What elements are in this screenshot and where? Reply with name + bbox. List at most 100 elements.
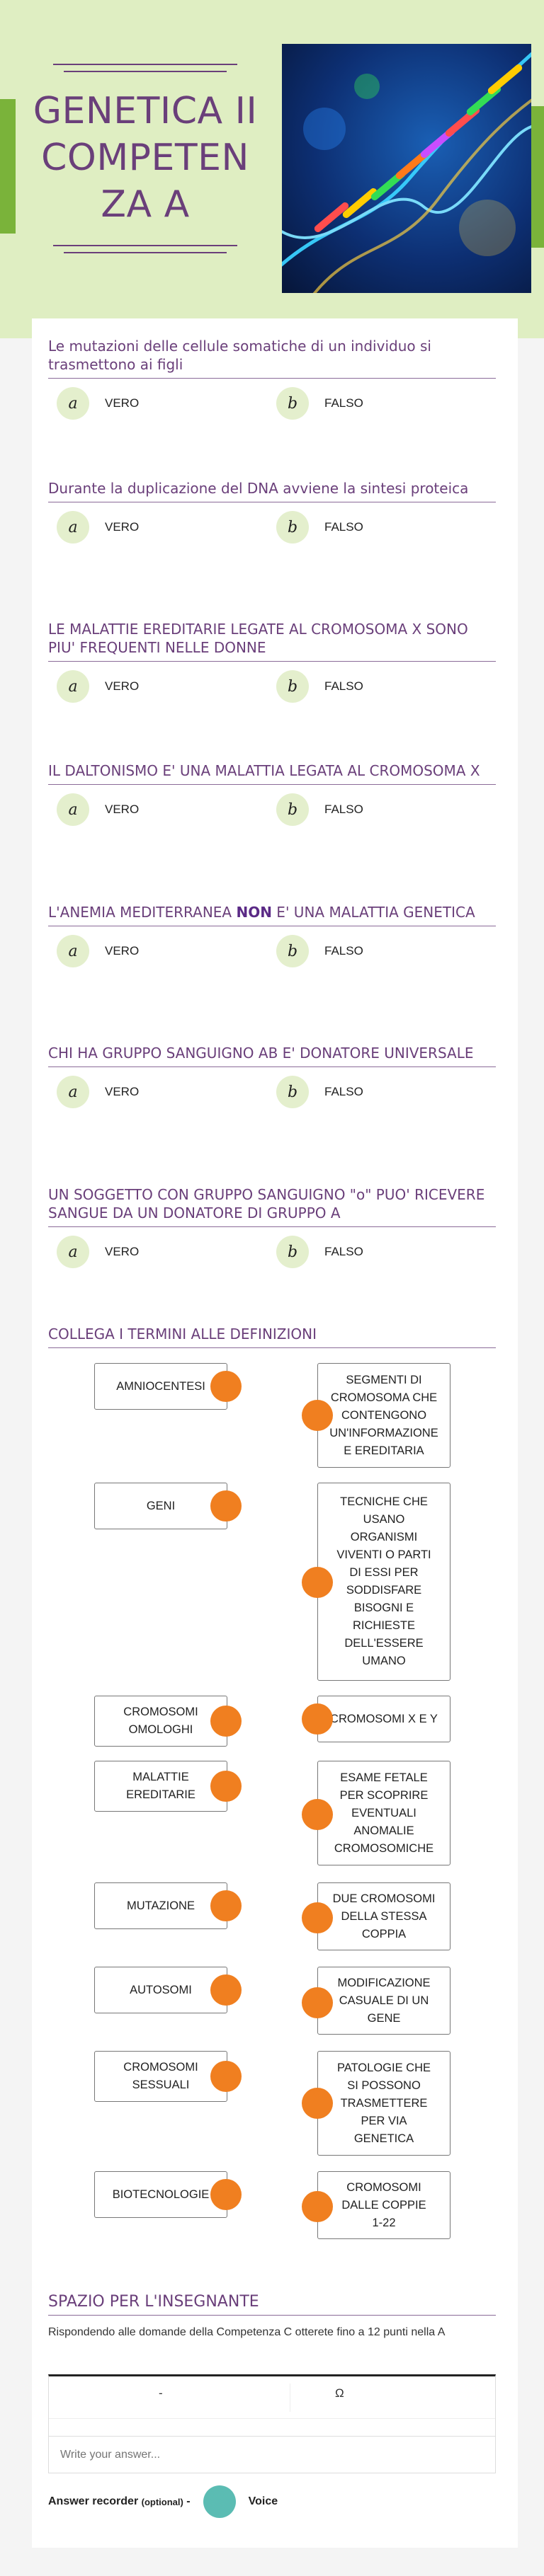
question-text: Durante la duplicazione del DNA avviene …: [48, 480, 469, 497]
question-3: LE MALATTIE EREDITARIE LEGATE AL CROMOSO…: [48, 620, 496, 704]
hero-header: GENETICA II COMPETEN ZA A: [0, 0, 544, 338]
match-definition-connector[interactable]: [302, 1987, 333, 2018]
match-term-connector[interactable]: [210, 2179, 242, 2210]
option-b[interactable]: b FALSO: [276, 1076, 363, 1108]
match-definition-connector[interactable]: [302, 1799, 333, 1830]
match-definition[interactable]: DUE CROMOSOMI DELLA STESSA COPPIA: [317, 1882, 450, 1950]
question-text-bold: NON: [236, 904, 272, 921]
matching-title: COLLEGA I TERMINI ALLE DEFINIZIONI: [48, 1326, 317, 1342]
answer-toolbar: - Ω: [49, 2376, 495, 2419]
page-title: GENETICA II COMPETEN ZA A: [21, 88, 269, 228]
match-term-connector[interactable]: [210, 1706, 242, 1737]
match-term-connector[interactable]: [210, 1490, 242, 1522]
match-term-connector[interactable]: [210, 1890, 242, 1921]
question-4: IL DALTONISMO E' UNA MALATTIA LEGATA AL …: [48, 761, 496, 827]
option-a-bubble[interactable]: a: [57, 511, 89, 544]
title-line-1: GENETICA II: [33, 90, 258, 132]
match-definition[interactable]: SEGMENTI DI CROMOSOMA CHE CONTENGONO UN'…: [317, 1363, 450, 1468]
match-definition[interactable]: CROMOSOMI DALLE COPPIE 1-22: [317, 2171, 450, 2239]
answer-box: - Ω: [48, 2374, 496, 2473]
option-b-label: FALSO: [324, 944, 363, 958]
match-term[interactable]: AMNIOCENTESI: [94, 1363, 227, 1410]
question-divider: [48, 784, 496, 785]
match-definition[interactable]: MODIFICAZIONE CASUALE DI UN GENE: [317, 1967, 450, 2035]
option-b-bubble[interactable]: b: [276, 935, 309, 967]
voice-record-button[interactable]: [203, 2485, 236, 2518]
option-a[interactable]: a VERO: [57, 1076, 139, 1108]
question-2: Durante la duplicazione del DNA avviene …: [48, 479, 496, 545]
matching-section: COLLEGA I TERMINI ALLE DEFINIZIONI: [48, 1325, 496, 1348]
match-definition[interactable]: ESAME FETALE PER SCOPRIRE EVENTUALI ANOM…: [317, 1761, 450, 1865]
option-a-bubble[interactable]: a: [57, 387, 89, 420]
match-term[interactable]: MALATTIE EREDITARIE: [94, 1761, 227, 1812]
match-term[interactable]: BIOTECNOLOGIE: [94, 2171, 227, 2218]
option-a-label: VERO: [105, 1245, 140, 1258]
option-a[interactable]: a VERO: [57, 1236, 139, 1268]
question-text: Le mutazioni delle cellule somatiche di …: [48, 338, 431, 373]
match-term-connector[interactable]: [210, 1974, 242, 2006]
option-a-bubble[interactable]: a: [57, 793, 89, 826]
option-b-bubble[interactable]: b: [276, 793, 309, 826]
left-accent-bar: [0, 99, 16, 234]
match-definition[interactable]: TECNICHE CHE USANO ORGANISMI VIVENTI O P…: [317, 1483, 450, 1681]
question-text: CHI HA GRUPPO SANGUIGNO AB E' DONATORE U…: [48, 1045, 474, 1062]
minus-symbol-button[interactable]: -: [159, 2386, 163, 2400]
option-b[interactable]: b FALSO: [276, 935, 363, 967]
question-text: L'ANEMIA MEDITERRANEA NON E' UNA MALATTI…: [48, 903, 496, 921]
title-rule-top-2: [64, 71, 227, 72]
title-rule-bottom-2: [64, 252, 227, 253]
question-divider: [48, 1226, 496, 1227]
match-term[interactable]: AUTOSOMI: [94, 1967, 227, 2013]
option-b-bubble[interactable]: b: [276, 1236, 309, 1268]
match-term-connector[interactable]: [210, 1771, 242, 1802]
match-definition-connector[interactable]: [302, 1902, 333, 1933]
match-definition-connector[interactable]: [302, 2088, 333, 2119]
option-b-bubble[interactable]: b: [276, 1076, 309, 1108]
match-term[interactable]: GENI: [94, 1483, 227, 1529]
match-definition-connector[interactable]: [302, 2191, 333, 2222]
option-a-bubble[interactable]: a: [57, 935, 89, 967]
title-rule-bottom: [53, 245, 237, 246]
match-definition-connector[interactable]: [302, 1703, 333, 1735]
option-b-label: FALSO: [324, 679, 363, 693]
option-b-bubble[interactable]: b: [276, 670, 309, 703]
match-term-connector[interactable]: [210, 1371, 242, 1402]
match-term[interactable]: CROMOSOMI OMOLOGHI: [94, 1696, 227, 1747]
teacher-text: Rispondendo alle domande della Competenz…: [48, 2326, 446, 2338]
omega-symbol-button[interactable]: Ω: [335, 2386, 344, 2400]
match-definition-connector[interactable]: [302, 1567, 333, 1598]
match-definition[interactable]: CROMOSOMI X E Y: [317, 1696, 450, 1742]
option-b-label: FALSO: [324, 1245, 363, 1258]
option-a-bubble[interactable]: a: [57, 1236, 89, 1268]
option-a-label: VERO: [105, 803, 140, 816]
option-a-bubble[interactable]: a: [57, 670, 89, 703]
match-term-connector[interactable]: [210, 2061, 242, 2092]
option-b-label: FALSO: [324, 1085, 363, 1098]
option-a-bubble[interactable]: a: [57, 1076, 89, 1108]
question-divider: [48, 1066, 496, 1067]
option-b[interactable]: b FALSO: [276, 670, 363, 703]
match-definition[interactable]: PATOLOGIE CHE SI POSSONO TRASMETTERE PER…: [317, 2051, 450, 2156]
voice-label: Voice: [248, 2495, 278, 2507]
match-term[interactable]: MUTAZIONE: [94, 1882, 227, 1929]
match-term[interactable]: CROMOSOMI SESSUALI: [94, 2051, 227, 2102]
match-definition-connector[interactable]: [302, 1400, 333, 1431]
option-a[interactable]: a VERO: [57, 793, 139, 826]
option-b[interactable]: b FALSO: [276, 1236, 363, 1268]
question-6: CHI HA GRUPPO SANGUIGNO AB E' DONATORE U…: [48, 1044, 496, 1110]
option-a-label: VERO: [105, 1085, 140, 1098]
question-divider: [48, 378, 496, 379]
recorder-dash: -: [186, 2495, 191, 2507]
title-line-2: COMPETEN: [41, 137, 249, 179]
option-b-bubble[interactable]: b: [276, 511, 309, 544]
answer-input[interactable]: [49, 2436, 495, 2473]
option-b-bubble[interactable]: b: [276, 387, 309, 420]
dna-helix-image: [282, 44, 531, 293]
